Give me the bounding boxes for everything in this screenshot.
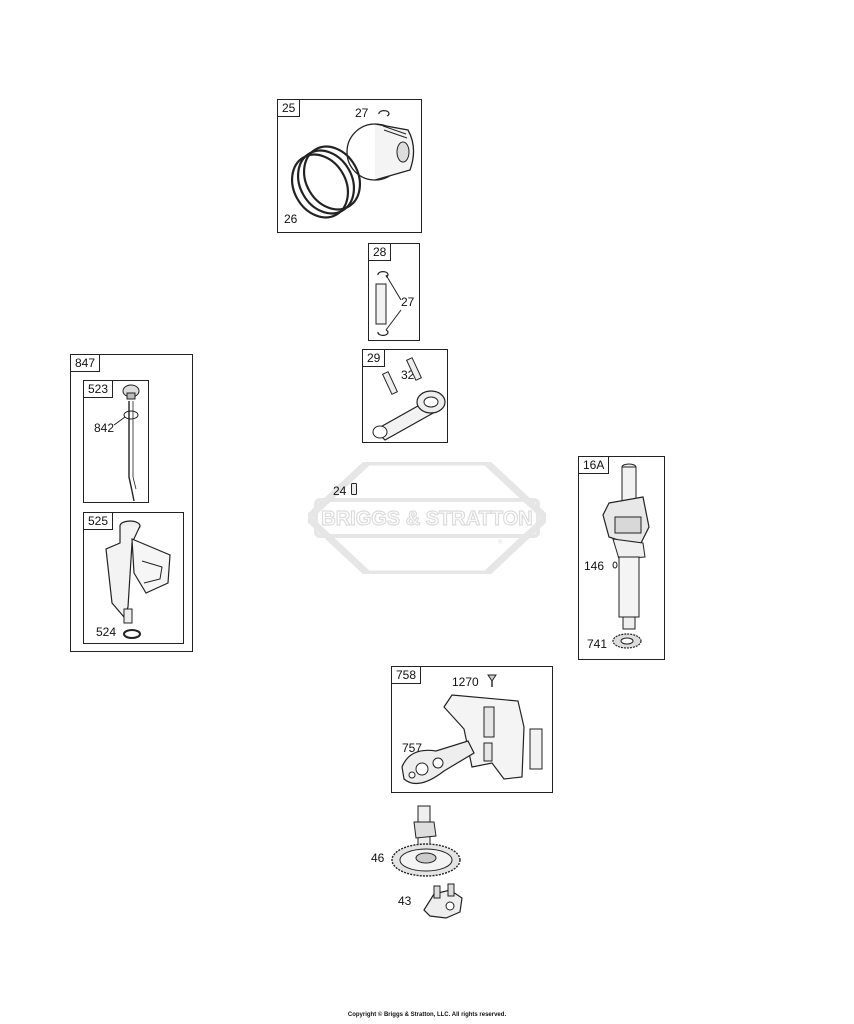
dowel-pin-icon: [351, 483, 357, 495]
group-dipstick[interactable]: 523 842: [83, 380, 149, 503]
group-tag: 847: [70, 354, 101, 372]
callout-741: 741: [587, 637, 608, 651]
camshaft-drawing: [391, 805, 461, 877]
group-tag: 16A: [578, 456, 610, 474]
group-connecting-rod[interactable]: 29 32: [362, 349, 448, 443]
callout-32: 32: [401, 368, 415, 382]
group-crankshaft[interactable]: 16A 146 741: [578, 456, 665, 660]
copyright-notice: Copyright © Briggs & Stratton, LLC. All …: [347, 1012, 507, 1018]
connecting-rod-drawing: [372, 357, 446, 441]
callout-1270: 1270: [452, 675, 479, 689]
wrist-pin-drawing: [375, 271, 402, 336]
group-tag: 758: [391, 666, 422, 684]
piston-drawing: [290, 110, 415, 219]
callout-46: 46: [371, 851, 385, 865]
group-piston[interactable]: 25 27 26: [277, 99, 422, 233]
group-tag: 525: [83, 512, 114, 530]
group-oil-tube[interactable]: 525 524: [83, 512, 184, 644]
group-tag: 25: [277, 99, 301, 117]
watermark-trademark: ®: [498, 539, 503, 546]
group-tag: 29: [362, 349, 386, 367]
group-oil-fill[interactable]: 847 523 842 525 524: [70, 354, 193, 652]
callout-27: 27: [401, 295, 415, 309]
dipstick-drawing: [113, 384, 140, 502]
crankshaft-drawing: [602, 463, 650, 649]
oil-tube-drawing: [105, 520, 171, 639]
group-tag: 523: [83, 380, 114, 398]
lifter-assembly-drawing: [423, 883, 463, 919]
group-tag: 28: [368, 243, 392, 261]
callout-43: 43: [398, 894, 412, 908]
callout-842: 842: [94, 421, 115, 435]
watermark-text: BRIGGS & STRATTON: [321, 508, 532, 530]
callout-24: 24: [333, 484, 347, 498]
group-governor-assembly[interactable]: 758 1270 757: [391, 666, 553, 793]
callout-27: 27: [355, 106, 369, 120]
governor-drawing: [401, 674, 543, 785]
callout-26: 26: [284, 212, 298, 226]
callout-524: 524: [96, 625, 117, 639]
callout-146: 146: [584, 559, 605, 573]
brand-watermark-logo: BRIGGS & STRATTON ®: [308, 462, 546, 574]
group-wrist-pin[interactable]: 28 27: [368, 243, 420, 341]
